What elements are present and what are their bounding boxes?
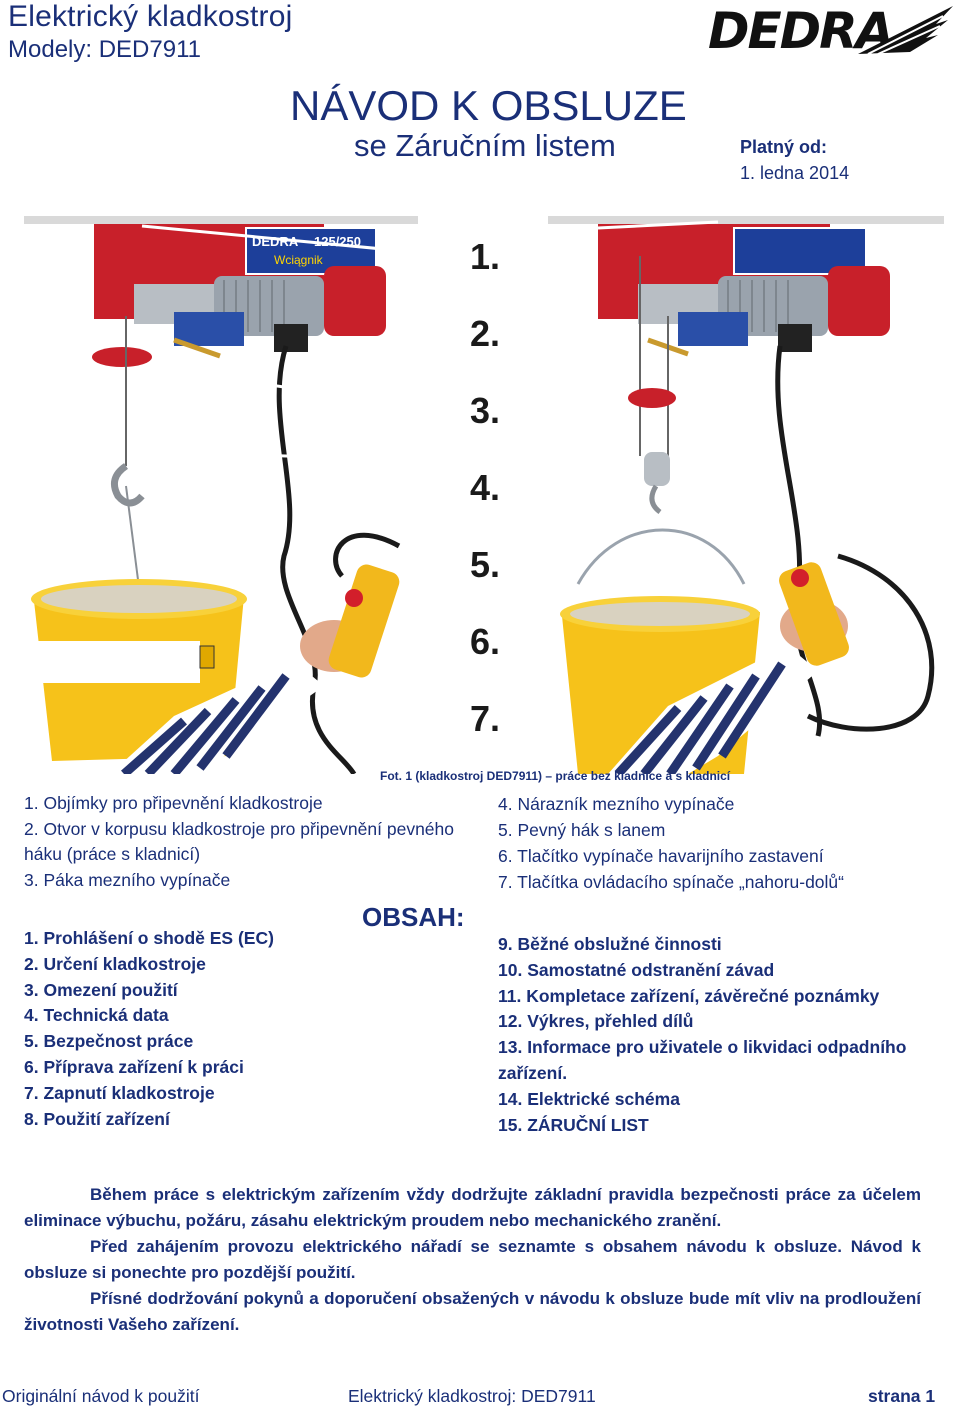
callout-number: 7. bbox=[470, 698, 501, 739]
toc-item[interactable]: 12. Výkres, přehled dílů bbox=[498, 1011, 694, 1032]
callout-number: 5. bbox=[470, 544, 501, 585]
logo-text: DEDRA bbox=[708, 2, 894, 60]
toc-item[interactable]: 5. Bezpečnost práce bbox=[24, 1031, 194, 1052]
toc-item[interactable]: 9. Běžné obslužné činnosti bbox=[498, 934, 722, 954]
toc-item[interactable]: 13. Informace pro uživatele o likvidaci … bbox=[498, 1037, 907, 1083]
document-title: Elektrický kladkostroj bbox=[8, 0, 293, 33]
callout-number: 4. bbox=[470, 467, 501, 508]
part-item: 6. Tlačítko vypínače havarijního zastave… bbox=[498, 846, 824, 866]
part-item: 3. Páka mezního vypínače bbox=[24, 869, 231, 890]
callout-number: 6. bbox=[470, 621, 501, 662]
toc-item[interactable]: 7. Zapnutí kladkostroje bbox=[24, 1082, 215, 1103]
toc-item[interactable]: 6. Příprava zařízení k práci bbox=[24, 1056, 244, 1077]
intro-paragraph: Během práce s elektrickým zařízením vždy… bbox=[24, 1185, 921, 1230]
contents-heading: OBSAH: bbox=[362, 902, 465, 932]
intro-paragraph: Před zahájením provozu elektrického nářa… bbox=[24, 1237, 921, 1282]
model-line: Modely: DED7911 bbox=[8, 36, 201, 63]
hoist-photo-right bbox=[548, 216, 944, 774]
callout-number: 1. bbox=[470, 236, 501, 277]
photo-caption: Fot. 1 (kladkostroj DED7911) – práce bez… bbox=[380, 769, 731, 783]
dedra-logo: DEDRA bbox=[708, 2, 958, 64]
callout-number: 3. bbox=[470, 390, 501, 431]
manual-subheading: se Záručním listem bbox=[354, 128, 616, 163]
parts-list-right: 4. Nárazník mezního vypínače 5. Pevný há… bbox=[498, 791, 938, 895]
footer-middle: Elektrický kladkostroj: DED7911 bbox=[348, 1386, 596, 1406]
toc-item[interactable]: 8. Použití zařízení bbox=[24, 1108, 170, 1129]
hoist-name-label: Wciągnik bbox=[274, 253, 324, 267]
toc-item[interactable]: 1. Prohlášení o shodě ES (EC) bbox=[24, 928, 274, 948]
part-item: 5. Pevný hák s lanem bbox=[498, 820, 666, 840]
part-item: 7. Tlačítka ovládacího spínače „nahoru-d… bbox=[498, 872, 844, 892]
valid-from-date: 1. ledna 2014 bbox=[740, 163, 850, 183]
toc-item[interactable]: 2. Určení kladkostroje bbox=[24, 953, 206, 974]
toc-item[interactable]: 15. ZÁRUČNÍ LIST bbox=[498, 1114, 649, 1135]
toc-item[interactable]: 10. Samostatné odstranění závad bbox=[498, 959, 775, 980]
toc-item[interactable]: 14. Elektrické schéma bbox=[498, 1088, 680, 1109]
hoist-photo-left: DEDRA 125/250 Wciągnik bbox=[24, 216, 418, 774]
manual-heading: NÁVOD K OBSLUZE bbox=[290, 82, 687, 129]
safety-intro: Během práce s elektrickým zařízením vždy… bbox=[24, 1182, 921, 1338]
toc-item[interactable]: 4. Technická data bbox=[24, 1005, 169, 1026]
toc-right: 9. Běžné obslužné činnosti 10. Samostatn… bbox=[498, 932, 918, 1138]
callout-number: 2. bbox=[470, 313, 501, 354]
logo-wing-icon bbox=[858, 6, 953, 55]
toc-item[interactable]: 3. Omezení použití bbox=[24, 979, 178, 1000]
valid-from-label: Platný od: bbox=[740, 137, 828, 157]
part-item: 2. Otvor v korpusu kladkostroje pro přip… bbox=[24, 818, 454, 865]
parts-list-left: 1. Objímky pro připevnění kladkostroje 2… bbox=[24, 791, 454, 893]
toc-left: 1. Prohlášení o shodě ES (EC) 2. Určení … bbox=[24, 926, 274, 1132]
footer-left: Originální návod k použití bbox=[2, 1386, 200, 1406]
part-item: 4. Nárazník mezního vypínače bbox=[498, 794, 735, 814]
part-item: 1. Objímky pro připevnění kladkostroje bbox=[24, 793, 323, 813]
toc-item[interactable]: 11. Kompletace zařízení, závěrečné pozná… bbox=[498, 985, 880, 1006]
intro-paragraph: Přísné dodržování pokynů a doporučení ob… bbox=[24, 1289, 921, 1334]
page-number: strana 1 bbox=[868, 1386, 936, 1406]
